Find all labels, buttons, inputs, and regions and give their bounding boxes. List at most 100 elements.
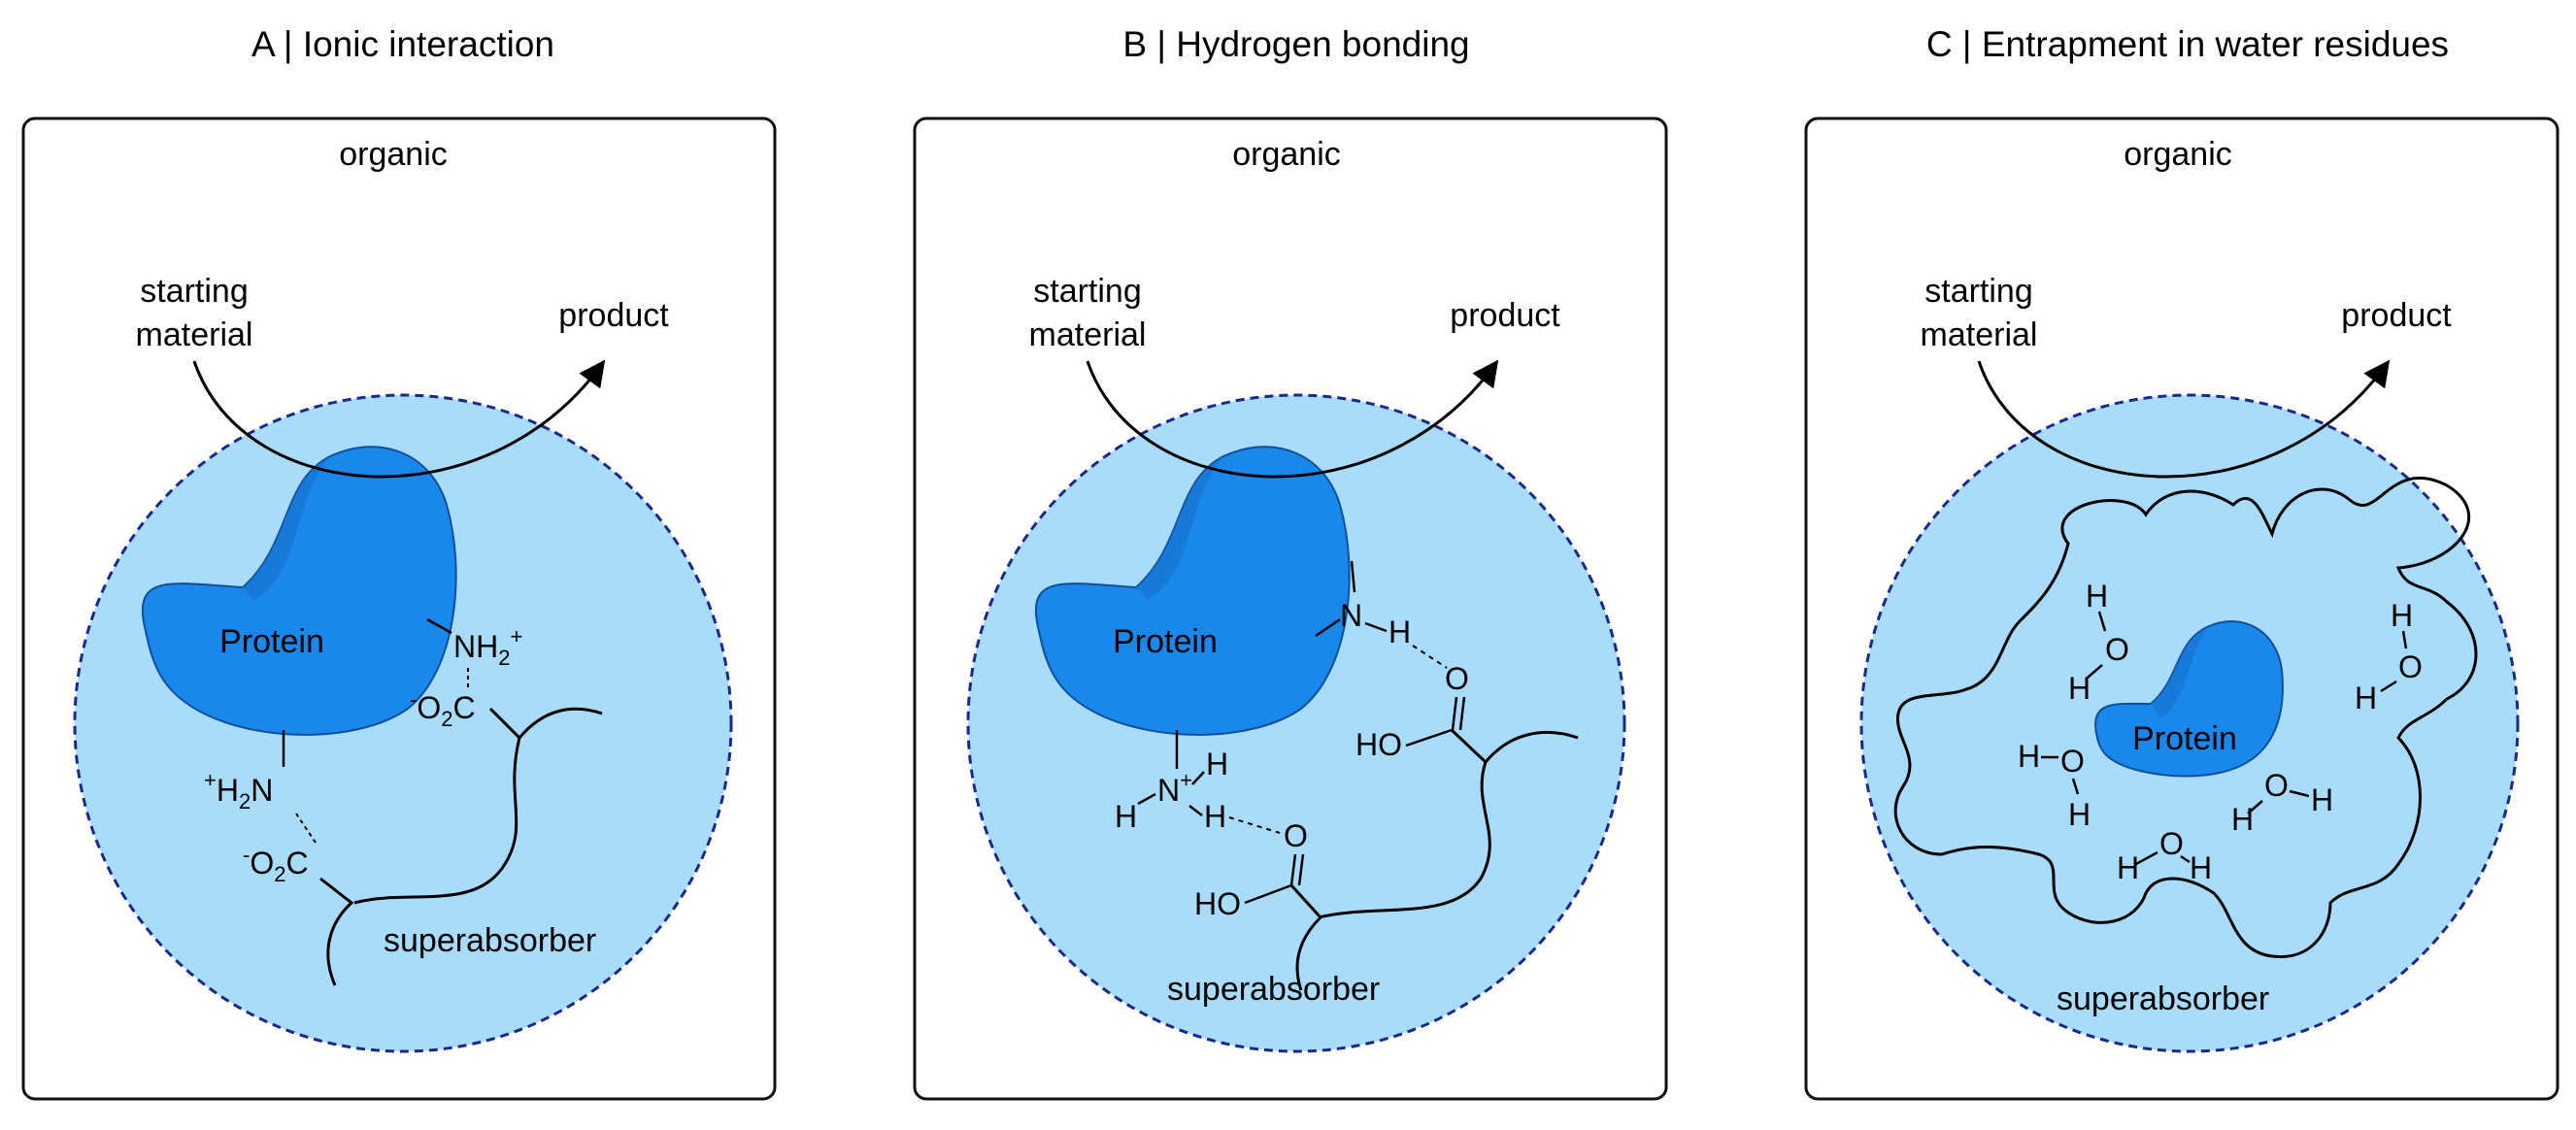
- panel-b-co-double-1b: [1458, 696, 1466, 731]
- water-1-h-top: H: [2086, 579, 2108, 614]
- water-2-bond-b: [2380, 680, 2397, 693]
- panel-b-superabsorber-label: superabsorber: [1167, 971, 1380, 1008]
- panel-b-nh-lower-bond-2: [1137, 792, 1156, 806]
- panel-b-h-lower-3: H: [1204, 799, 1226, 834]
- panel-c-water-molecule-1: H O H: [2068, 579, 2129, 706]
- water-5-o: O: [2159, 826, 2184, 861]
- water-2-o: O: [2398, 649, 2423, 684]
- panel-b-hbond-1: [1412, 645, 1448, 669]
- panel-c-reaction-arrow: [1977, 359, 2391, 479]
- panel-b-co-double-1a: [1451, 696, 1458, 731]
- water-1-bond-a: [2097, 611, 2107, 632]
- panel-a-polymer-chain-2: [319, 877, 354, 986]
- panel-a-co2-upper: -O2C: [410, 687, 476, 731]
- panel-c-starting-label-1: starting: [1924, 273, 2033, 310]
- water-4-bond-a: [2247, 800, 2263, 814]
- panel-b-c-oh-bond-1: [1405, 728, 1453, 748]
- panel-c-water-molecule-4: H O H: [2231, 768, 2333, 837]
- panel-a-starting-label-1: starting: [140, 273, 249, 310]
- panel-b-o-upper: O: [1445, 661, 1469, 696]
- water-5-bond-b: [2180, 854, 2191, 864]
- panel-a-superabsorber-label: superabsorber: [384, 922, 596, 959]
- panel-a-polymer-chain-1: [488, 707, 603, 741]
- water-4-h-right: H: [2311, 782, 2333, 817]
- panel-c-protein-label: Protein: [2132, 720, 2237, 757]
- panel-b-h-lower-2: H: [1115, 799, 1137, 834]
- panel-b: B | Hydrogen bonding organic starting ma…: [913, 24, 1668, 1101]
- water-3-h-left: H: [2018, 739, 2040, 774]
- panel-b-ho-upper: HO: [1355, 727, 1402, 762]
- panel-b-h-upper: H: [1388, 615, 1411, 649]
- panel-b-polymer-chain-2: [1289, 883, 1323, 991]
- water-4-o: O: [2264, 768, 2289, 803]
- panel-b-h-lower-1: H: [1206, 747, 1228, 781]
- panel-a-ionic-bond-2: [295, 813, 317, 844]
- water-3-h-bottom: H: [2068, 797, 2091, 832]
- panel-b-product-label: product: [1450, 297, 1560, 334]
- panel-b-polymer-backbone: [1318, 761, 1491, 919]
- panel-b-frame: [913, 116, 1668, 1101]
- panel-b-n-upper: N: [1340, 598, 1362, 633]
- water-1-bond-b: [2087, 664, 2103, 679]
- panel-b-nh-bond: [1364, 621, 1388, 633]
- panel-b-starting-label-1: starting: [1033, 273, 1142, 310]
- panel-a-organic-label: organic: [339, 136, 448, 173]
- panel-c-protein-shade: [2151, 626, 2209, 718]
- panel-a-h2n-text: +H2N: [204, 768, 273, 814]
- water-4-h-left: H: [2231, 802, 2254, 837]
- panel-c-frame: [1804, 116, 2559, 1101]
- panel-a-starting-label-2: material: [136, 316, 253, 353]
- panel-b-co-double-2b: [1297, 853, 1305, 886]
- panel-b-c-oh-bond-2: [1244, 883, 1292, 905]
- water-5-h-left: H: [2117, 850, 2139, 885]
- panel-b-nh-lower-bond-3: [1188, 805, 1203, 816]
- panel-c-protein-shape: [2094, 620, 2284, 778]
- panel-c-water-molecule-5: H O H: [2117, 826, 2212, 885]
- water-1-o: O: [2105, 632, 2129, 667]
- panel-b-ho-lower: HO: [1194, 886, 1241, 921]
- water-1-h-bottom: H: [2068, 671, 2091, 706]
- panel-b-co-double-2a: [1289, 853, 1297, 886]
- panel-a: A | Ionic interaction organic starting m…: [21, 24, 777, 1101]
- panel-c-water-residue-boundary: [1893, 477, 2478, 959]
- panel-b-nh-lower-bond-1: [1191, 771, 1205, 785]
- panel-b-n-bond: [1315, 617, 1341, 638]
- panel-b-protein-shade: [1136, 456, 1223, 600]
- water-2-h-top: H: [2391, 598, 2413, 633]
- panel-b-protein-label: Protein: [1113, 623, 1218, 660]
- panel-b-o-lower: O: [1284, 818, 1308, 853]
- panel-a-reaction-arrow: [192, 359, 606, 479]
- panel-a-superabsorber-bead: [73, 393, 733, 1053]
- panel-a-frame: [21, 116, 777, 1101]
- panel-a-protein-shade: [243, 456, 330, 600]
- water-4-bond-b: [2289, 789, 2310, 798]
- water-2-h-bottom: H: [2355, 681, 2377, 715]
- panel-a-nh2-bond: [426, 617, 452, 635]
- panel-c-water-molecule-2: H O H: [2355, 598, 2423, 715]
- panel-c-starting-label-2: material: [1921, 316, 2038, 353]
- water-5-h-right: H: [2190, 850, 2212, 885]
- panel-c-superabsorber-label: superabsorber: [2057, 980, 2269, 1017]
- panel-b-starting-label-2: material: [1029, 316, 1147, 353]
- panel-a-title: A | Ionic interaction: [251, 24, 554, 64]
- panel-a-protein-label: Protein: [219, 623, 324, 660]
- panel-c-product-label: product: [2341, 297, 2452, 334]
- panel-a-product-label: product: [558, 297, 669, 334]
- water-5-bond-a: [2135, 850, 2158, 866]
- water-2-bond-a: [2401, 630, 2408, 649]
- panel-c-title: C | Entrapment in water residues: [1926, 24, 2449, 64]
- panel-b-superabsorber-bead: [966, 393, 1626, 1053]
- panel-c: C | Entrapment in water residues organic…: [1804, 24, 2559, 1101]
- water-3-bond-b: [2071, 778, 2080, 795]
- panel-b-reaction-arrow: [1086, 359, 1499, 479]
- panel-c-organic-label: organic: [2124, 136, 2232, 173]
- panel-b-organic-label: organic: [1232, 136, 1341, 173]
- panel-b-polymer-chain-1: [1450, 728, 1579, 765]
- panel-b-n-methyl: [1350, 560, 1356, 593]
- panel-b-n-lower: N+: [1157, 768, 1192, 808]
- panel-c-water-molecule-3: H O H: [2018, 739, 2091, 832]
- water-3-o: O: [2060, 744, 2085, 779]
- panel-a-co2-lower: -O2C: [243, 843, 309, 886]
- panel-a-polymer-backbone: [353, 737, 521, 905]
